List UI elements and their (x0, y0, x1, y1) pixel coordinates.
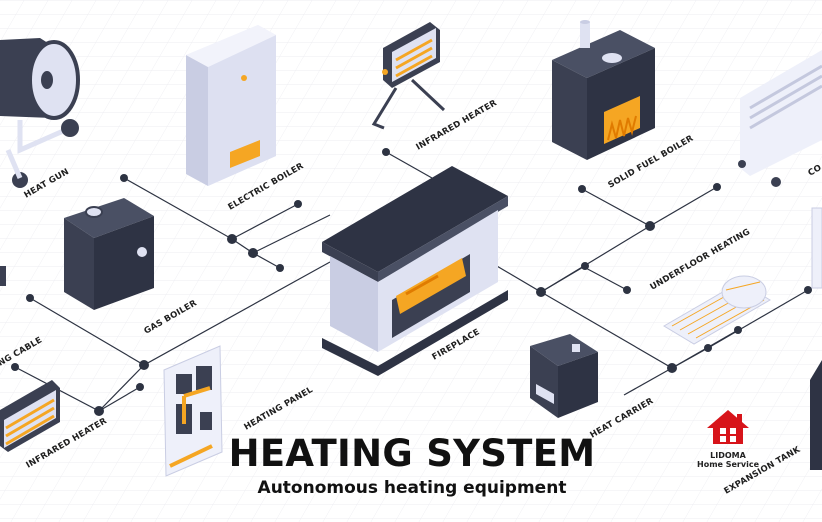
fireplace-icon (322, 166, 508, 376)
connector-nodes (11, 148, 812, 416)
heat-carrier-icon (530, 334, 598, 418)
electric-boiler-icon (186, 25, 276, 186)
heating-panel-icon (163, 345, 223, 477)
underfloor-heating-icon (663, 275, 771, 345)
logo-tagline: Home Service (697, 460, 759, 469)
expansion-tank-icon (810, 207, 822, 470)
page-subtitle: Autonomous heating equipment (257, 478, 567, 498)
house-logo-icon (707, 410, 749, 444)
convector-icon (738, 50, 822, 187)
heating-cable-icon (0, 266, 6, 286)
infrared-heater-bottom-icon (0, 380, 60, 452)
gas-boiler-icon (64, 198, 154, 310)
page-title: HEATING SYSTEM (228, 432, 596, 475)
infrared-heater-top-icon (371, 22, 446, 130)
logo: LIDOMA Home Service (694, 408, 762, 470)
solid-fuel-boiler-icon (552, 20, 655, 160)
heat-gun-icon (0, 38, 80, 188)
logo-name: LIDOMA (710, 451, 746, 460)
label-convector-partial: CO (807, 163, 822, 179)
